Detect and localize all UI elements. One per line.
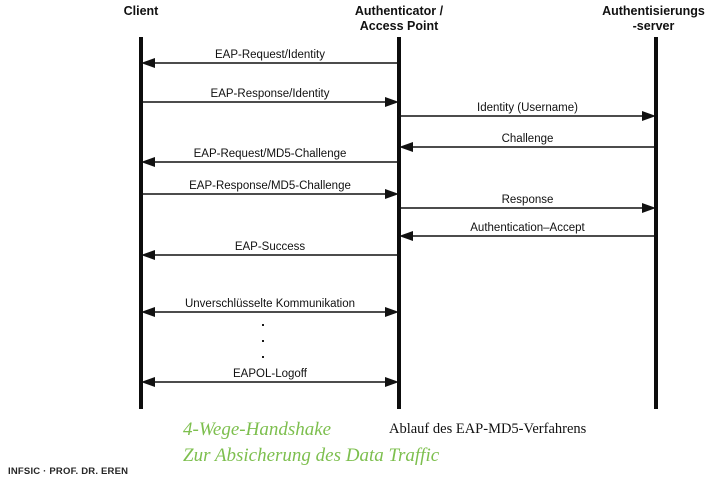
continuation-dots <box>262 324 264 372</box>
message-label: Challenge <box>501 133 554 145</box>
arrow-bidirectional-icon <box>141 377 399 387</box>
lifeline-bar-authentication-server <box>654 37 658 409</box>
message-authentication-accept: Authentication–Accept <box>399 204 656 241</box>
arrow-right-icon <box>141 97 399 107</box>
arrow-bidirectional-icon <box>141 307 399 317</box>
message-label: EAP-Response/Identity <box>210 88 330 100</box>
arrow-right-icon <box>141 189 399 199</box>
arrow-left-icon <box>399 231 656 241</box>
footer-heading-line-2: Zur Absicherung des Data Traffic <box>183 445 440 466</box>
message-challenge: Challenge <box>399 115 656 152</box>
message-label: EAP-Success <box>234 241 306 253</box>
message-label: EAP-Response/MD5-Challenge <box>189 180 351 192</box>
lifeline-header-authenticator: Authenticator / Access Point <box>354 4 444 33</box>
message-eapol-logoff: EAPOL-Logoff <box>141 350 399 387</box>
message-label: EAP-Request/MD5-Challenge <box>193 148 347 160</box>
footer-heading-line-1: 4-Wege-Handshake <box>183 419 332 440</box>
message-eap-request-identity: EAP-Request/Identity <box>141 31 399 68</box>
message-eap-response-md5-challenge: EAP-Response/MD5-Challenge <box>141 162 399 199</box>
dot <box>262 356 264 358</box>
lifeline-header-authentication-server: Authentisierungs -server <box>602 4 705 33</box>
arrow-left-icon <box>141 250 399 260</box>
lifeline-header-client: Client <box>123 4 159 18</box>
message-response: Response <box>399 176 656 213</box>
message-label: Authentication–Accept <box>470 222 585 234</box>
arrow-left-icon <box>399 142 656 152</box>
message-identity-username: Identity (Username) <box>399 84 656 121</box>
message-eap-request-md5-challenge: EAP-Request/MD5-Challenge <box>141 130 399 167</box>
lifeline-bar-client <box>139 37 143 409</box>
arrow-left-icon <box>141 58 399 68</box>
diagram-caption: Ablauf des EAP-MD5-Verfahrens <box>389 421 587 437</box>
arrow-right-icon <box>399 203 656 213</box>
lifeline-bar-authenticator <box>397 37 401 409</box>
arrow-right-icon <box>399 111 656 121</box>
message-unverschluesselte-kommunikation: Unverschlüsselte Kommunikation <box>141 280 399 317</box>
footer-credit: INFSIC · PROF. DR. EREN <box>8 466 129 477</box>
message-eap-response-identity: EAP-Response/Identity <box>141 70 399 107</box>
message-label: Unverschlüsselte Kommunikation <box>184 298 356 310</box>
message-label: Identity (Username) <box>477 102 578 114</box>
dot <box>262 324 264 326</box>
message-label: Response <box>501 194 554 206</box>
message-label: EAP-Request/Identity <box>215 49 325 61</box>
dot <box>262 340 264 342</box>
message-label: EAPOL-Logoff <box>233 368 307 380</box>
arrow-left-icon <box>141 157 399 167</box>
message-eap-success: EAP-Success <box>141 223 399 260</box>
